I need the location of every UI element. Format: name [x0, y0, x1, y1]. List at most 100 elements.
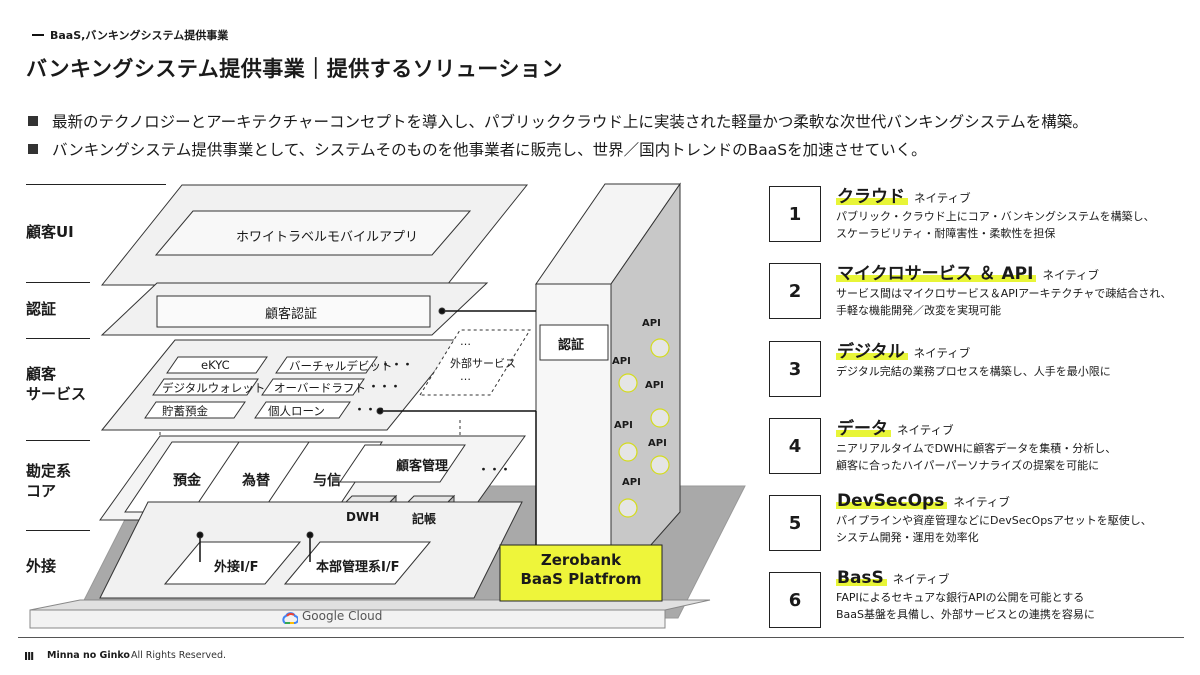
bullet-1: 最新のテクノロジーとアーキテクチャーコンセプトを導入し、パブリッククラウド上に実…: [28, 110, 1088, 132]
if-external-label: 外接I/F: [214, 560, 259, 575]
solution-desc: システム開発・運用を効率化: [836, 531, 979, 544]
layer-label-auth: 認証: [26, 300, 57, 318]
core-credit: 与信: [313, 473, 341, 489]
solution-desc: パイプラインや資産管理などにDevSecOpsアセットを駆使し、: [836, 514, 1152, 527]
solution-title: BasS: [836, 568, 887, 588]
footer-divider: [18, 637, 1184, 638]
api-label: API: [614, 420, 633, 431]
solution-desc: サービス間はマイクロサービス＆APIアーキテクチャで疎結合され、: [836, 287, 1172, 300]
api-label: API: [642, 318, 661, 329]
solution-item-3: デジタルネイティブデジタル完結の業務プロセスを構築し、人手を最小限に: [836, 337, 1111, 379]
tower-auth-label: 認証: [558, 338, 585, 353]
page-title: バンキングシステム提供事業｜提供するソリューション: [26, 57, 563, 81]
ui-app-box: [154, 210, 472, 256]
auth-box: [156, 295, 431, 328]
company-name: Minna no Ginko: [47, 650, 130, 661]
api-label: API: [612, 356, 631, 367]
header-dash: [32, 34, 44, 36]
solution-item-2: マイクロサービス ＆ API ネイティブサービス間はマイクロサービス＆APIアーキ…: [836, 259, 1172, 318]
layer-divider: [26, 530, 90, 531]
logo-icon: III: [24, 650, 34, 663]
api-label: API: [645, 380, 664, 391]
core-customer-mgmt: 顧客管理: [396, 459, 449, 474]
solution-suffix: ネイティブ: [953, 495, 1010, 509]
solution-suffix: ネイティブ: [913, 346, 971, 360]
layer-label-ui: 顧客UI: [26, 223, 74, 241]
solution-desc: 手軽な機能開発／改変を実現可能: [836, 304, 1001, 317]
google-cloud-icon: [282, 610, 299, 626]
google-cloud-label: Google Cloud: [302, 609, 383, 623]
solution-item-1: クラウドネイティブパブリック・クラウド上にコア・バンキングシステムを構築し、スケ…: [836, 182, 1155, 241]
external-services-label: 外部サービス: [450, 357, 516, 370]
solution-title: データ: [836, 419, 891, 439]
if-hq-label: 本部管理系I/F: [316, 560, 400, 575]
solution-desc: FAPIによるセキュアな銀行APIの公開を可能とする: [836, 591, 1085, 604]
solution-suffix: ネイティブ: [897, 423, 954, 437]
service-ellipsis: ・・・: [354, 403, 387, 416]
layer-label-core: 勘定系 コア: [26, 462, 72, 500]
service-digital-wallet: デジタルウォレット: [162, 381, 266, 395]
ui-app-label: ホワイトラベルモバイルアプリ: [236, 230, 419, 245]
square-bullet-icon: [28, 116, 38, 126]
layer-label-service: 顧客 サービス: [26, 365, 87, 403]
solution-title: クラウド: [836, 187, 908, 207]
solution-title: デジタル: [836, 342, 908, 362]
external-ellipsis: …: [460, 370, 471, 383]
solution-desc: スケーラビリティ・耐障害性・柔軟性を担保: [836, 227, 1056, 240]
solution-suffix: ネイティブ: [914, 191, 971, 205]
core-ellipsis: ・・・: [478, 463, 511, 476]
service-personal-loan: 個人ローン: [268, 404, 325, 418]
solution-title: マイクロサービス ＆ API: [836, 264, 1037, 284]
bullet-2: バンキングシステム提供事業として、システムそのものを他事業者に販売し、世界／国内…: [28, 138, 927, 160]
solution-number-4: 4: [769, 418, 821, 474]
solution-title: DevSecOps: [836, 491, 948, 511]
solution-suffix: ネイティブ: [892, 572, 950, 586]
core-exchange: 為替: [242, 473, 270, 489]
tower-auth-box: [539, 324, 609, 361]
zerobank-box: [499, 544, 663, 602]
cloud-slab: [29, 609, 666, 629]
api-label: API: [648, 438, 667, 449]
solution-number-2: 2: [769, 263, 821, 319]
external-services-box: [419, 329, 531, 396]
layer-divider: [26, 184, 166, 185]
auth-label: 顧客認証: [265, 307, 318, 322]
service-ellipsis: ・・・: [380, 358, 413, 371]
solution-item-4: データネイティブニアリアルタイムでDWHに顧客データを集積・分析し、顧客に合った…: [836, 414, 1116, 473]
service-overdraft: オーバードラフト: [274, 381, 366, 395]
solution-number-5: 5: [769, 495, 821, 551]
api-label: API: [622, 477, 641, 488]
service-virtual-debit: バーチャルデビット: [289, 359, 393, 373]
if-box-external: [163, 541, 302, 585]
solution-number-1: 1: [769, 186, 821, 242]
solution-number-6: 6: [769, 572, 821, 628]
breadcrumb: BaaS,バンキングシステム提供事業: [50, 29, 229, 42]
core-box-customer: [339, 444, 466, 483]
square-bullet-icon: [28, 144, 38, 154]
layer-divider: [26, 282, 90, 283]
if-box-hq: [283, 541, 432, 585]
copyright: All Rights Reserved.: [131, 650, 227, 661]
solution-desc: パブリック・クラウド上にコア・バンキングシステムを構築し、: [836, 210, 1155, 223]
solution-desc: ニアリアルタイムでDWHに顧客データを集積・分析し、: [836, 442, 1117, 455]
service-ekyc: eKYC: [201, 358, 230, 372]
ledger-label: 記帳: [412, 512, 437, 526]
layer-divider: [26, 338, 90, 339]
external-ellipsis: …: [460, 335, 471, 348]
solution-item-6: BasS ネイティブ FAPIによるセキュアな銀行APIの公開を可能とする BaaS基…: [836, 568, 1095, 622]
solution-item-5: DevSecOps ネイティブパイプラインや資産管理などにDevSecOpsアセッ…: [836, 491, 1152, 545]
zerobank-platform-label: Zerobank BaaS Platfrom: [520, 551, 642, 588]
layer-label-external: 外接: [26, 557, 57, 575]
solution-desc: 顧客に合ったハイパーパーソナライズの提案を可能に: [836, 459, 1100, 472]
layer-divider: [26, 440, 90, 441]
service-savings: 貯蓄預金: [162, 404, 208, 418]
core-deposit: 預金: [173, 473, 201, 489]
solution-desc: BaaS基盤を具備し、外部サービスとの連携を容易に: [836, 608, 1095, 621]
solution-number-3: 3: [769, 341, 821, 397]
dwh-label: DWH: [346, 510, 380, 524]
solution-suffix: ネイティブ: [1042, 268, 1100, 282]
solution-desc: デジタル完結の業務プロセスを構築し、人手を最小限に: [836, 365, 1111, 378]
service-ellipsis: ・・・: [368, 380, 401, 393]
